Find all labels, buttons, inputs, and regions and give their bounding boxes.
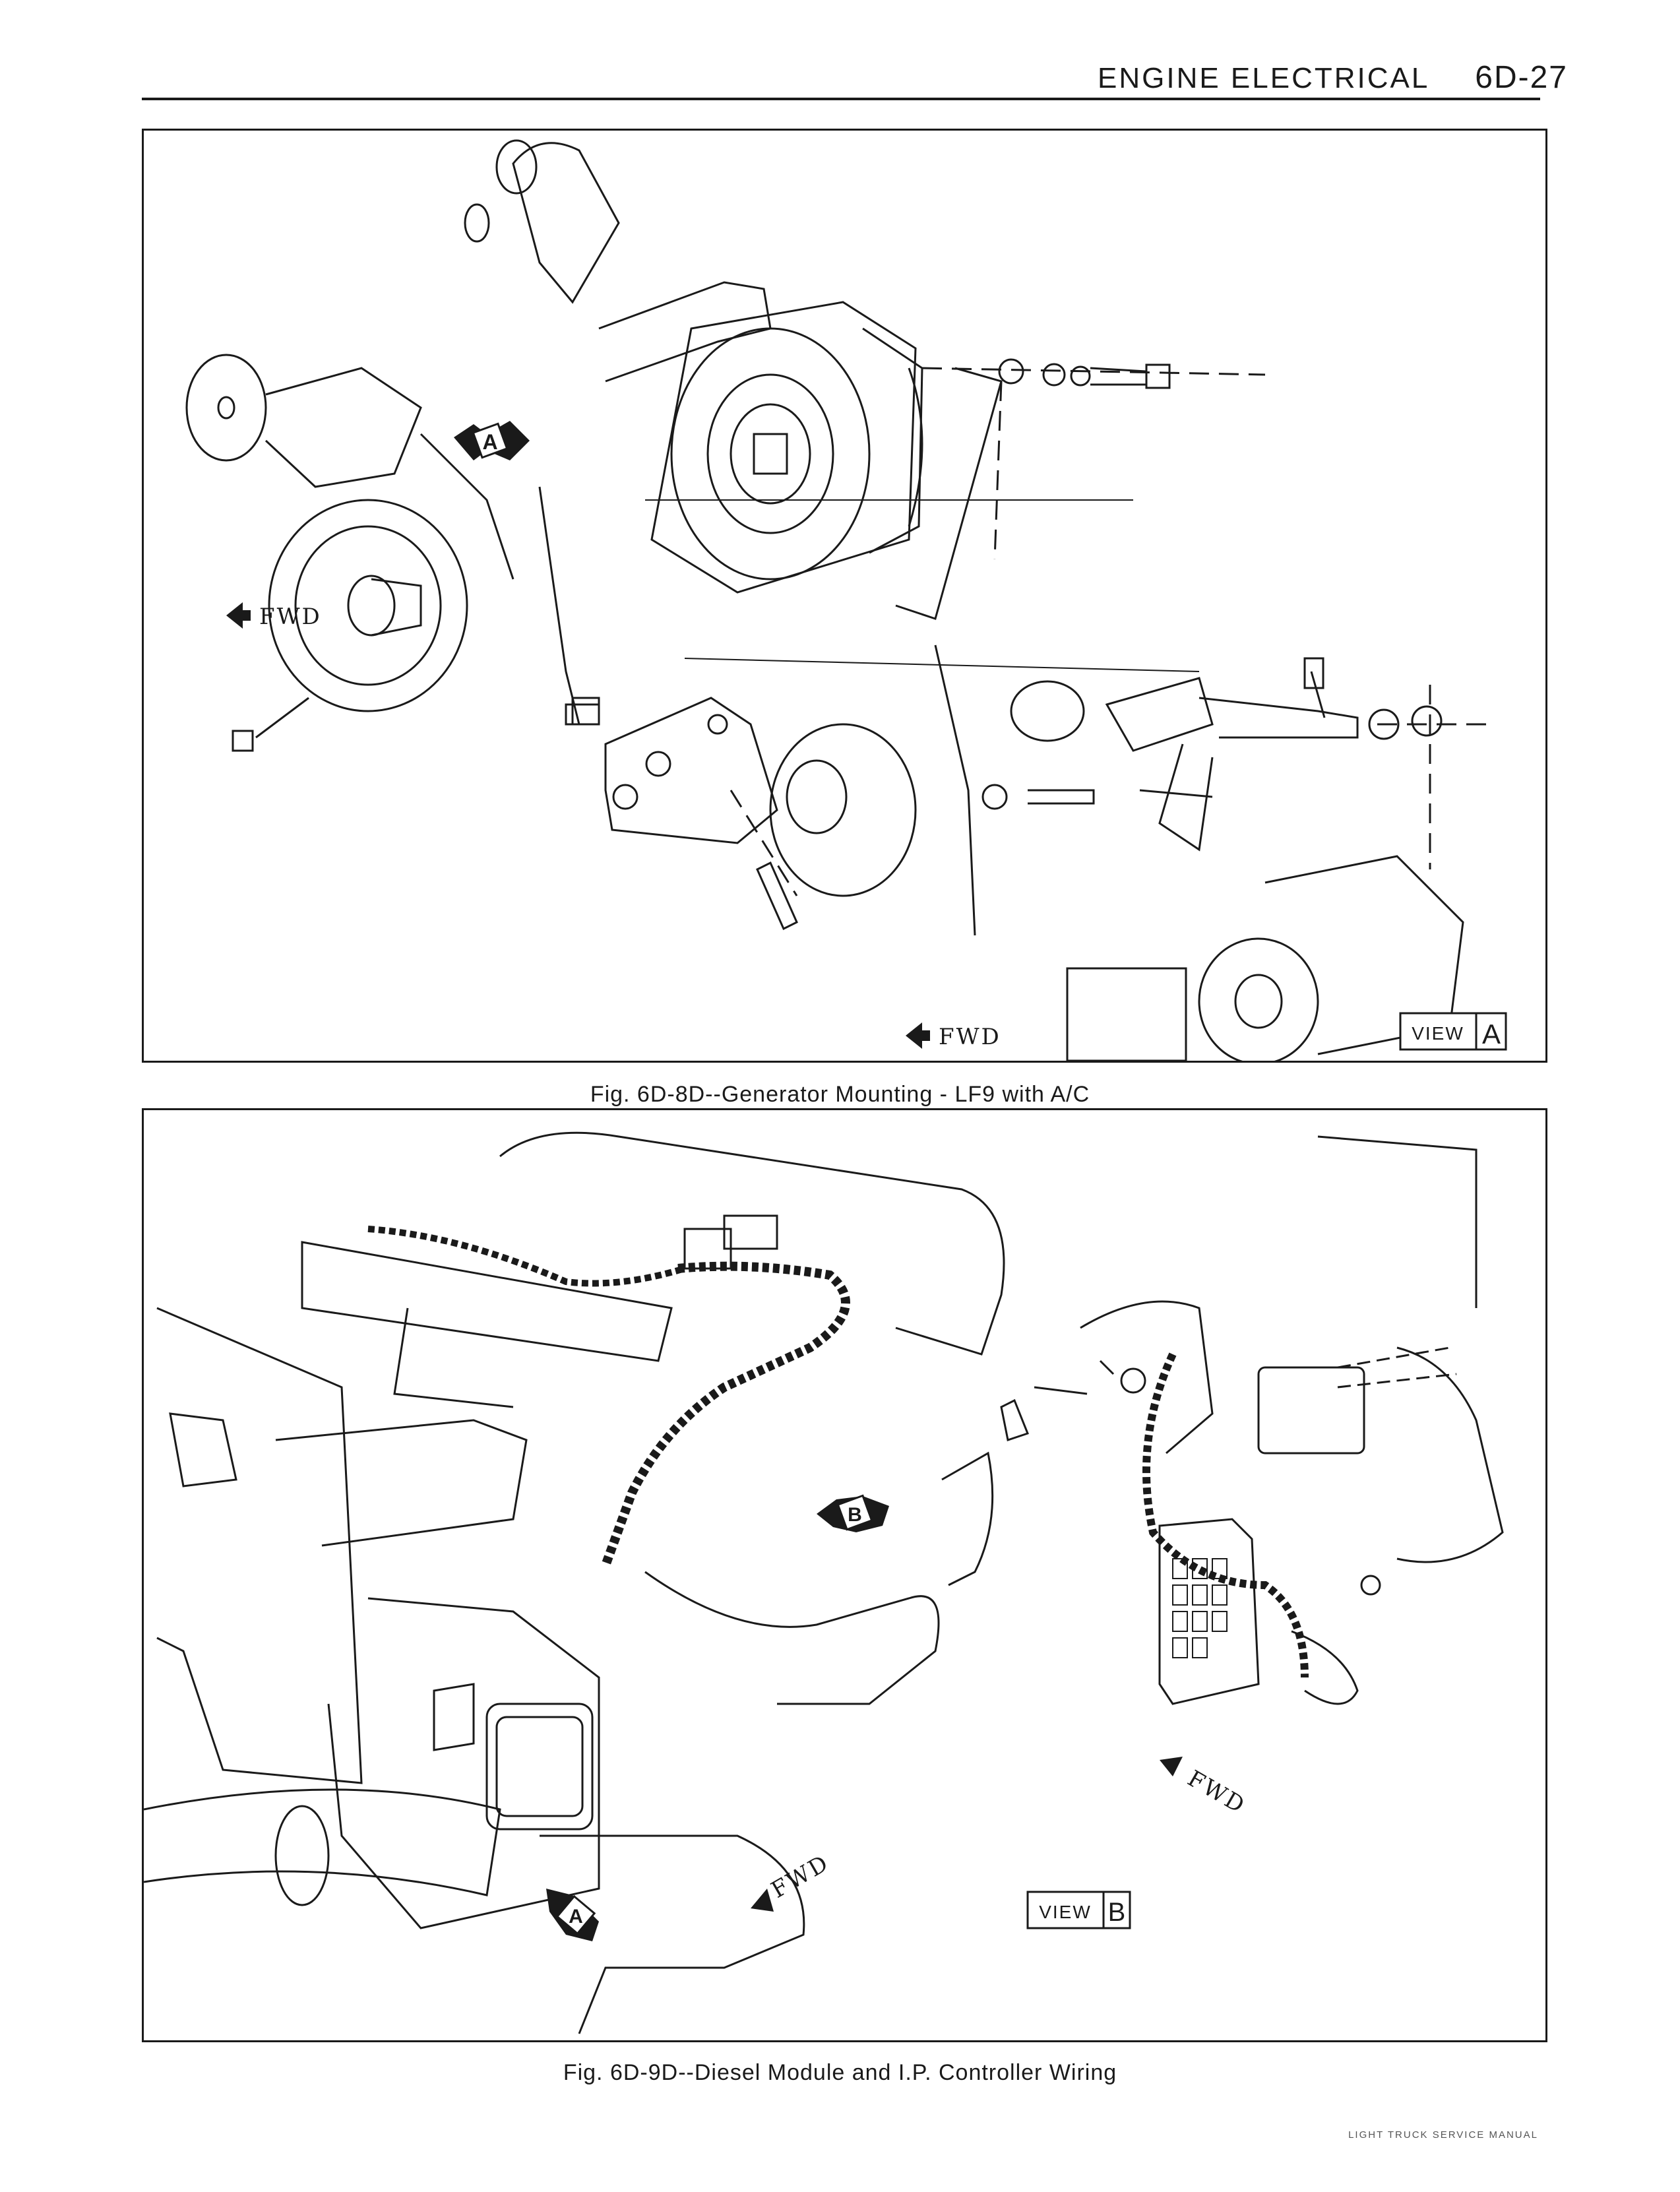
figure-generator-mounting: A FWD FWD VIEW A [142, 129, 1547, 1063]
fwd-label-left: FWD [259, 604, 322, 630]
view-b-box: VIEW B [1026, 1891, 1131, 1929]
generator-mounting-illustration: A FWD FWD VIEW A [185, 139, 1507, 1061]
fwd-indicator-right: FWD [1160, 1757, 1251, 1819]
callout-b-arrow: B [817, 1494, 889, 1532]
page-number: 6D-27 [1475, 60, 1568, 95]
callout-a-label: A [482, 430, 497, 454]
fwd-label-right: FWD [1183, 1765, 1251, 1819]
footer-manual-name: LIGHT TRUCK SERVICE MANUAL [1348, 2129, 1538, 2141]
fwd-indicator-bottom: FWD [906, 1022, 1001, 1050]
fwd-label-bottom: FWD [939, 1024, 1001, 1050]
diesel-module-wiring-illustration: B A FWD FWD VIEW B [144, 1131, 1504, 2034]
view-a-box: VIEW A [1399, 1012, 1507, 1051]
callout-a-arrow-lower: A [546, 1889, 599, 1941]
figure-diesel-module-wiring: B A FWD FWD VIEW B [142, 1108, 1547, 2042]
header-rule [142, 98, 1540, 100]
callout-a-lower-label: A [569, 1906, 583, 1927]
fwd-indicator-left: FWD [226, 602, 322, 630]
fwd-label-center: FWD [767, 1850, 834, 1904]
figure2-caption: Fig. 6D-9D--Diesel Module and I.P. Contr… [563, 2060, 1117, 2085]
view-a-letter: A [1482, 1018, 1501, 1049]
view-a-word: VIEW [1412, 1023, 1464, 1044]
section-title: ENGINE ELECTRICAL [1098, 62, 1430, 94]
callout-a-arrow: A [454, 421, 530, 460]
view-b-word: VIEW [1039, 1902, 1092, 1922]
figure1-caption: Fig. 6D-8D--Generator Mounting - LF9 wit… [590, 1082, 1090, 1107]
view-b-letter: B [1108, 1898, 1126, 1927]
callout-b-label: B [848, 1504, 862, 1526]
fwd-indicator-center: FWD [751, 1850, 834, 1912]
page-header: ENGINE ELECTRICAL 6D-27 [1098, 59, 1568, 96]
